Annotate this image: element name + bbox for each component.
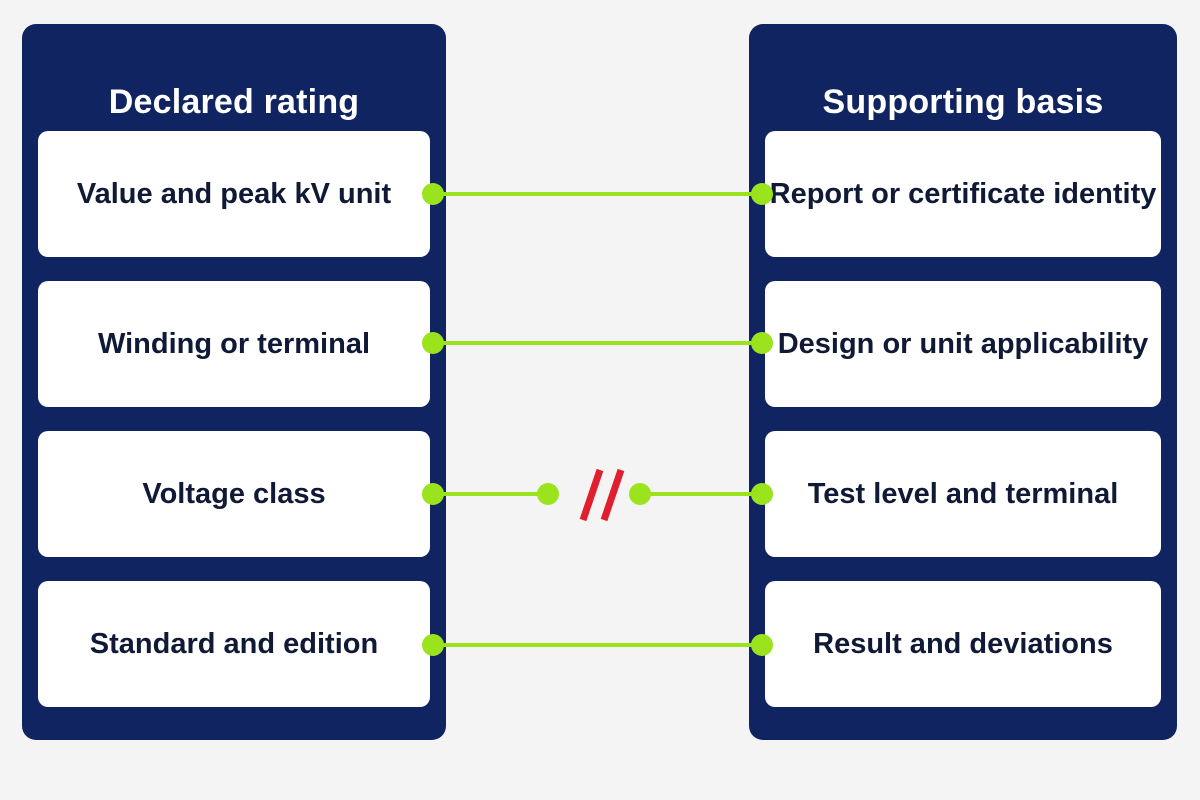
basis-card-design-applicability: Design or unit applicability xyxy=(765,281,1161,407)
declared-card-label: Standard and edition xyxy=(89,627,379,660)
declared-card-winding-terminal: Winding or terminal xyxy=(38,281,430,407)
basis-card-test-level: Test level and terminal xyxy=(765,431,1161,557)
supporting-basis-panel: Supporting basis Report or certificate i… xyxy=(749,24,1177,740)
basis-card-label: Test level and terminal xyxy=(807,477,1119,510)
break-slash-mark xyxy=(600,468,625,522)
connector-break-end-dot xyxy=(537,483,559,505)
basis-card-label: Design or unit applicability xyxy=(777,327,1149,360)
declared-rating-panel: Declared rating Value and peak kV unit W… xyxy=(22,24,446,740)
basis-card-label: Result and deviations xyxy=(813,627,1113,660)
break-slash-mark xyxy=(579,468,604,522)
supporting-basis-title: Supporting basis xyxy=(822,83,1104,121)
declared-card-label: Value and peak kV unit xyxy=(76,177,392,210)
declared-rating-title: Declared rating xyxy=(108,83,360,121)
declared-card-label: Voltage class xyxy=(142,477,326,510)
declared-card-label: Winding or terminal xyxy=(97,327,371,360)
basis-card-result-deviations: Result and deviations xyxy=(765,581,1161,707)
connector-break-end-dot xyxy=(629,483,651,505)
declared-card-voltage-class: Voltage class xyxy=(38,431,430,557)
basis-card-report-identity: Report or certificate identity xyxy=(765,131,1161,257)
declared-card-standard-edition: Standard and edition xyxy=(38,581,430,707)
declared-card-value-unit: Value and peak kV unit xyxy=(38,131,430,257)
basis-card-label: Report or certificate identity xyxy=(769,177,1157,210)
